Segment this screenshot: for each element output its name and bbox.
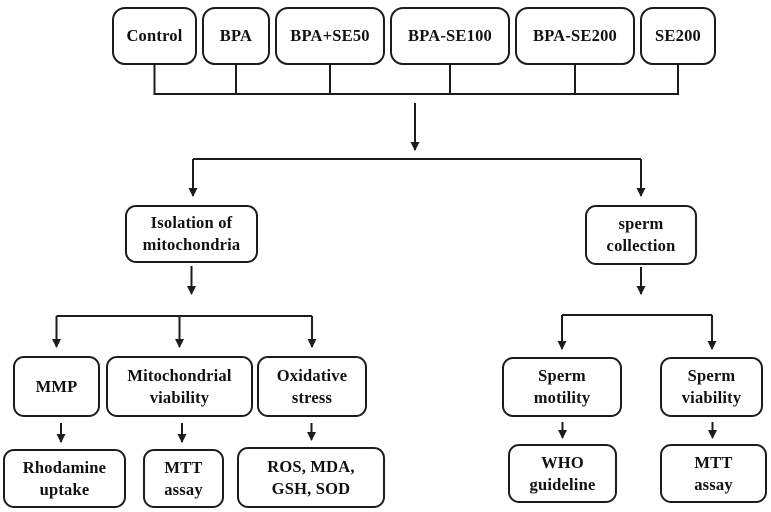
node-control-label: Control bbox=[126, 26, 183, 46]
node-rhodamine-uptake: Rhodamine uptake bbox=[3, 449, 126, 508]
node-bpa-se50: BPA+SE50 bbox=[275, 7, 385, 65]
node-mitochondrial-viability: Mitochondrial viability bbox=[106, 356, 253, 417]
node-isolation-of-mitochondria: Isolation of mitochondria bbox=[125, 205, 258, 263]
node-mtt-assay-right-label: MTT assay bbox=[694, 452, 733, 494]
branch-split-connector bbox=[188, 158, 646, 197]
node-mtt-assay-right: MTT assay bbox=[660, 444, 767, 503]
node-mitochondrial-viability-label: Mitochondrial viability bbox=[127, 365, 232, 407]
node-mtt-assay-left-label: MTT assay bbox=[164, 457, 203, 499]
node-mtt-assay-left: MTT assay bbox=[143, 449, 224, 508]
node-oxidative-stress: Oxidative stress bbox=[257, 356, 367, 417]
left-branch-connectors bbox=[52, 266, 317, 443]
node-oxidative-stress-label: Oxidative stress bbox=[276, 365, 348, 407]
node-bpa-label: BPA bbox=[219, 26, 253, 46]
node-bpa: BPA bbox=[202, 7, 270, 65]
node-sperm-motility: Sperm motility bbox=[502, 357, 622, 417]
node-bpa-se100-label: BPA-SE100 bbox=[407, 26, 492, 46]
node-sperm-motility-label: Sperm motility bbox=[533, 366, 591, 407]
node-who-guideline: WHO guideline bbox=[508, 444, 617, 503]
node-who-guideline-label: WHO guideline bbox=[529, 452, 596, 494]
right-branch-connectors bbox=[557, 267, 717, 439]
node-sperm-viability: Sperm viability bbox=[660, 357, 763, 417]
node-bpa-se50-label: BPA+SE50 bbox=[290, 26, 370, 46]
node-mmp: MMP bbox=[13, 356, 100, 417]
node-sperm-collection: sperm collection bbox=[585, 205, 697, 265]
node-bpa-se200: BPA-SE200 bbox=[515, 7, 635, 65]
node-rhodamine-uptake-label: Rhodamine uptake bbox=[22, 457, 107, 499]
node-se200-label: SE200 bbox=[655, 26, 701, 46]
node-oxidative-markers: ROS, MDA, GSH, SOD bbox=[237, 447, 385, 508]
treatment-bus-connector bbox=[153, 65, 679, 95]
node-bpa-se200-label: BPA-SE200 bbox=[532, 26, 617, 46]
node-sperm-collection-label: sperm collection bbox=[606, 214, 676, 255]
node-bpa-se100: BPA-SE100 bbox=[390, 7, 510, 65]
node-sperm-viability-label: Sperm viability bbox=[681, 366, 742, 407]
node-control: Control bbox=[112, 7, 197, 65]
node-mmp-label: MMP bbox=[35, 376, 78, 396]
node-se200: SE200 bbox=[640, 7, 716, 65]
node-oxidative-markers-label: ROS, MDA, GSH, SOD bbox=[267, 456, 355, 498]
node-isolation-label: Isolation of mitochondria bbox=[142, 213, 241, 254]
